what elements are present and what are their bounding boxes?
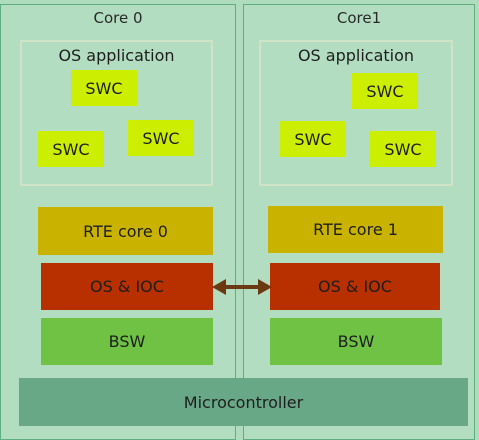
core-1-swc-1: SWC <box>352 73 418 109</box>
core-0-os-application <box>20 40 213 186</box>
core-0-title: Core 0 <box>93 9 143 27</box>
core-0-os-application-title: OS application <box>58 46 175 65</box>
core-0-rte: RTE core 0 <box>38 207 213 255</box>
microcontroller: Microcontroller <box>19 378 468 426</box>
core-1-os-application <box>259 40 453 186</box>
core-1-rte: RTE core 1 <box>268 206 443 253</box>
double-arrow-icon <box>212 275 272 299</box>
core-1-title: Core1 <box>336 9 382 27</box>
core-1-swc-3: SWC <box>370 131 436 167</box>
core-0-swc-2: SWC <box>38 131 104 167</box>
core-0-bsw: BSW <box>41 318 213 365</box>
core-0-swc-1: SWC <box>71 70 137 106</box>
core-1-os-application-title: OS application <box>297 46 415 65</box>
core-1-swc-2: SWC <box>280 121 346 157</box>
core-1-os-ioc: OS & IOC <box>270 263 440 310</box>
core-1-bsw: BSW <box>270 318 442 365</box>
core-0-os-ioc: OS & IOC <box>41 263 213 310</box>
core-0-swc-3: SWC <box>128 120 194 156</box>
